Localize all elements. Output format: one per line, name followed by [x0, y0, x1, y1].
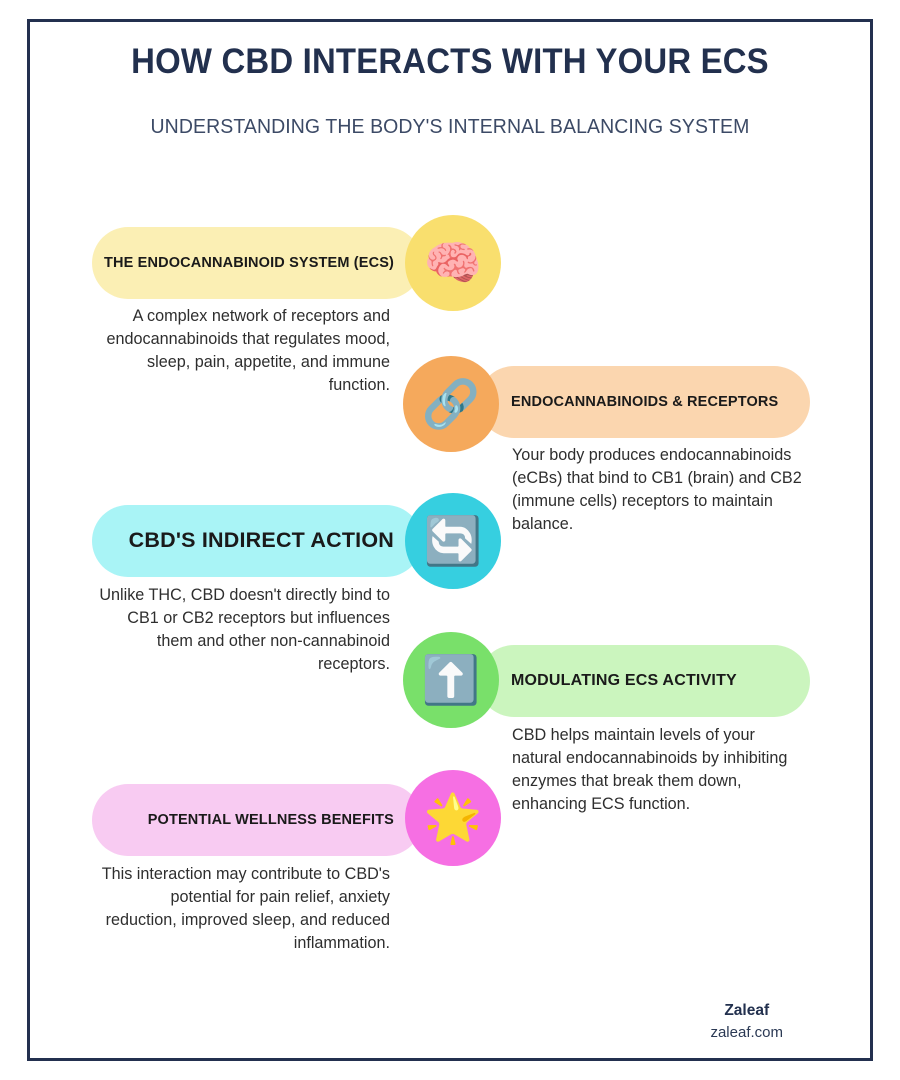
sync-refresh-icon: 🔄 — [423, 513, 483, 569]
brain-icon: 🧠 — [423, 235, 483, 291]
section-4-title: MODULATING ECS ACTIVITY — [511, 671, 737, 689]
glowing-star-icon: 🌟 — [423, 790, 483, 846]
chain-link-icon: 🔗 — [421, 376, 481, 432]
section-1-title: THE ENDOCANNABINOID SYSTEM (ECS) — [104, 254, 394, 271]
section-4-pill: MODULATING ECS ACTIVITY — [478, 645, 810, 717]
section-2-pill: ENDOCANNABINOIDS & RECEPTORS — [478, 366, 810, 438]
section-4-body: CBD helps maintain levels of your natura… — [512, 726, 788, 813]
section-3-body: Unlike THC, CBD doesn't directly bind to… — [99, 586, 390, 673]
section-1-body: A complex network of receptors and endoc… — [106, 307, 391, 394]
page-subtitle: UNDERSTANDING THE BODY'S INTERNAL BALANC… — [150, 115, 750, 139]
section-3-icon-circle: 🔄 — [405, 493, 501, 589]
footer-url[interactable]: zaleaf.com — [710, 1024, 783, 1042]
section-5-pill: POTENTIAL WELLNESS BENEFITS — [92, 784, 422, 856]
section-2-title: ENDOCANNABINOIDS & RECEPTORS — [511, 393, 779, 410]
section-1-icon-circle: 🧠 — [405, 215, 501, 311]
footer: Zaleaf zaleaf.com — [710, 1000, 783, 1044]
poster-header: HOW CBD INTERACTS WITH YOUR ECS UNDERSTA… — [0, 42, 900, 140]
page-title: HOW CBD INTERACTS WITH YOUR ECS — [131, 42, 769, 81]
section-3-title: CBD'S INDIRECT ACTION — [128, 528, 394, 553]
section-2-icon-circle: 🔗 — [403, 356, 499, 452]
section-3-pill: CBD'S INDIRECT ACTION — [92, 505, 422, 577]
up-arrow-icon: ⬆️ — [421, 652, 481, 708]
section-5-body: This interaction may contribute to CBD's… — [101, 865, 390, 952]
section-5-title: POTENTIAL WELLNESS BENEFITS — [147, 811, 394, 828]
section-1-pill: THE ENDOCANNABINOID SYSTEM (ECS) — [92, 227, 422, 299]
footer-brand: Zaleaf — [724, 1001, 770, 1019]
section-2-body: Your body produces endocannabinoids (eCB… — [512, 446, 802, 533]
section-4-icon-circle: ⬆️ — [403, 632, 499, 728]
section-5-icon-circle: 🌟 — [405, 770, 501, 866]
